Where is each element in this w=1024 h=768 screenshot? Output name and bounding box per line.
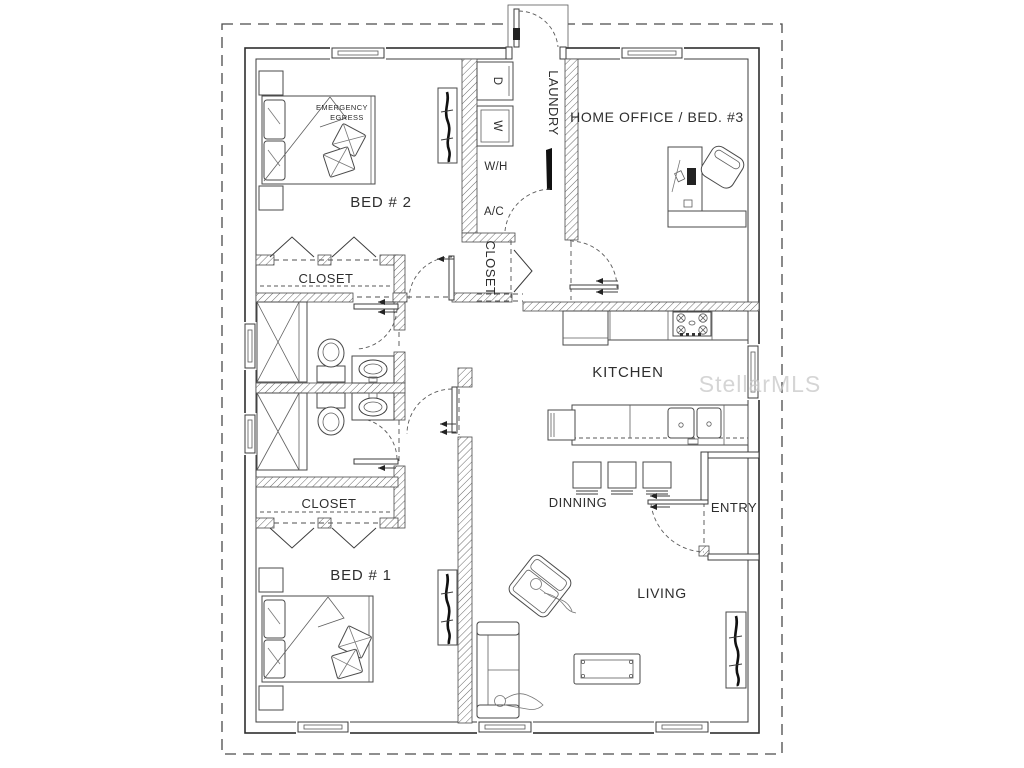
water-heater-label: W/H	[484, 161, 507, 173]
ac-label: A/C	[484, 206, 504, 218]
nightstand	[258, 685, 284, 711]
room-label-kitchen: KITCHEN	[592, 364, 663, 381]
egress-label-1: EMERGENCY	[316, 103, 368, 112]
tub-icon	[256, 392, 308, 471]
sink-vanity-icon	[351, 392, 395, 421]
room-living: LIVING	[476, 554, 747, 719]
washer-icon: W	[476, 105, 514, 147]
rear-door	[505, 8, 567, 60]
office-chair-icon	[700, 145, 745, 189]
kitchen-sink-icon	[667, 407, 722, 445]
closet-hall-bifold	[513, 249, 533, 293]
fridge-icon	[562, 310, 609, 346]
window-bath-b	[243, 413, 257, 455]
dresser-icon	[437, 87, 458, 164]
window-kitchen	[746, 344, 760, 400]
room-label-entry: ENTRY	[711, 500, 757, 515]
room-label-bed1: BED # 1	[330, 567, 391, 584]
dryer-icon: D	[476, 61, 514, 101]
room-label-closet-bed2: CLOSET	[298, 271, 353, 286]
person-figure	[530, 578, 577, 614]
stool-icon	[572, 461, 602, 495]
desk-icon	[667, 146, 747, 228]
room-kitchen: KITCHEN	[547, 310, 749, 495]
room-bed1: BED # 1	[258, 567, 458, 711]
room-label-closet-hall: CLOSET	[483, 240, 498, 295]
stool-icon	[642, 461, 672, 495]
dresser-icon	[437, 569, 458, 646]
laundry-door	[504, 148, 552, 232]
bed-icon	[261, 595, 374, 683]
nightstand	[258, 70, 284, 96]
stove-icon	[672, 311, 712, 337]
room-label-closet-bed1: CLOSET	[301, 496, 356, 511]
nightstand	[258, 185, 284, 211]
bed2-door	[408, 255, 455, 301]
window-living-1	[477, 720, 533, 734]
egress-label-2: EGRESS	[330, 113, 364, 122]
room-bed2: EMERGENCY EGRESS BED # 2	[258, 70, 458, 211]
window-bed2	[330, 46, 386, 60]
armchair-icon	[508, 554, 577, 618]
nightstand	[258, 567, 284, 593]
coffee-table-icon	[573, 653, 641, 685]
room-label-bed2: BED # 2	[350, 194, 411, 211]
opening-dashes	[260, 240, 572, 524]
sofa-icon	[476, 621, 520, 719]
room-label-office: HOME OFFICE / BED. #3	[570, 109, 744, 125]
stool-icon	[547, 409, 576, 441]
watermark: StellarMLS	[699, 371, 821, 397]
person-figure	[494, 693, 544, 710]
stool-icon	[607, 461, 637, 495]
toilet-icon	[316, 392, 346, 436]
window-bed1	[296, 720, 350, 734]
room-label-dining: DINNING	[549, 495, 607, 510]
window-living-2	[654, 720, 710, 734]
property-line	[221, 23, 783, 755]
bed1-door	[406, 386, 458, 435]
room-label-living: LIVING	[637, 585, 687, 601]
toilet-icon	[316, 338, 346, 383]
bed-icon	[261, 95, 376, 185]
room-label-laundry: LAUNDRY	[546, 70, 561, 135]
windows	[243, 46, 760, 734]
closet-bed1-bifold	[269, 527, 377, 549]
bath-a-door	[353, 299, 399, 350]
closet-bed2-bifold	[269, 236, 377, 258]
room-laundry: D W LAUNDRY W/H A/C CLOSET	[476, 61, 561, 296]
washer-label: W	[491, 120, 503, 131]
office-door	[569, 240, 619, 295]
kitchen-island	[571, 404, 749, 446]
doors	[269, 148, 709, 553]
sink-vanity-icon	[351, 355, 395, 384]
window-bath-a	[243, 322, 257, 370]
bathrooms	[256, 301, 395, 471]
dryer-label: D	[491, 77, 503, 86]
tv-console-icon	[725, 611, 747, 689]
front-door	[647, 493, 709, 553]
window-office	[620, 46, 684, 60]
tub-icon	[256, 301, 308, 383]
room-office: HOME OFFICE / BED. #3	[570, 109, 747, 228]
